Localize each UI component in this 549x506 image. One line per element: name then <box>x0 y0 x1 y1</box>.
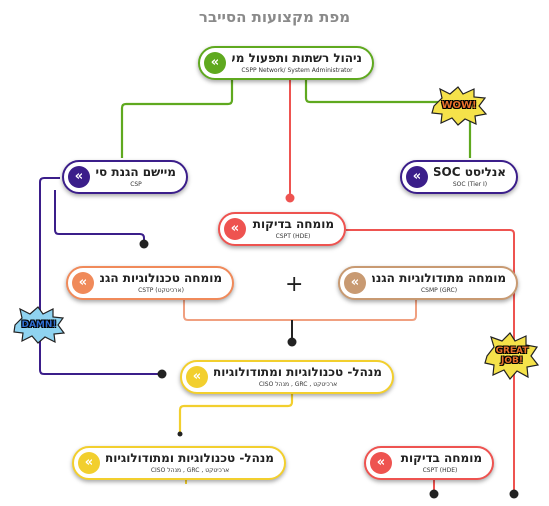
burst-icon <box>484 332 540 380</box>
double-chevron-icon: « <box>186 366 208 388</box>
dot-purple-end <box>157 369 167 379</box>
double-chevron-icon: « <box>72 272 94 294</box>
damn-badge: DAMN! <box>12 306 66 344</box>
node-pentest-top[interactable]: « מומחה בדיקות חדירות CSPT (HDE) <box>218 212 346 246</box>
dot-yellow <box>177 431 183 437</box>
node-subtitle: CSPT (HDE) <box>422 467 458 474</box>
dot-red-bottom <box>429 489 439 499</box>
dot-purple-inner <box>139 239 149 249</box>
great-job-badge: GREAT JOB! <box>484 332 540 380</box>
node-title: מומחה בדיקות חדירות <box>398 451 482 465</box>
connector-red-right <box>346 229 515 494</box>
node-pentest-bottom[interactable]: « מומחה בדיקות חדירות CSPT (HDE) <box>364 446 494 480</box>
double-chevron-icon: « <box>370 452 392 474</box>
node-subtitle: CSPP Network/ System Administrator <box>241 67 353 74</box>
connector-purple-left <box>39 177 162 375</box>
node-cyber-tech[interactable]: « מומחה טכנולוגיות הגנת סייבר CSTP (ארכי… <box>66 266 234 300</box>
dot-red-right <box>509 489 519 499</box>
node-title: מנהל- טכנולוגיות ומתודולוגיות הגנת סייבר <box>214 365 382 379</box>
node-title: אנליסט SIEM/ SOC <box>434 165 506 179</box>
connector-purple-inner <box>54 190 145 244</box>
double-chevron-icon: « <box>344 272 366 294</box>
node-subtitle: CISO מנהל , GRC , ארכיטקט <box>258 381 338 388</box>
node-subtitle: CSMP (GRC) <box>420 287 458 294</box>
node-subtitle: CISO מנהל , GRC , ארכיטקט <box>150 467 230 474</box>
node-title: מנהל- טכנולוגיות ומתודולוגיות הגנת סייבר <box>106 451 274 465</box>
node-title: מיישם הגנת סייבר <box>96 165 176 179</box>
node-cyber-protection[interactable]: « מיישם הגנת סייבר CSP <box>62 160 188 194</box>
node-subtitle: CSP <box>130 181 142 188</box>
node-ciso-bottom[interactable]: « מנהל- טכנולוגיות ומתודולוגיות הגנת סיי… <box>72 446 286 480</box>
plus-sign: + <box>285 272 304 297</box>
node-soc-analyst[interactable]: « אנליסט SIEM/ SOC SOC (Tier I) <box>400 160 518 194</box>
node-cyber-methods[interactable]: « מומחה מתודולוגיות הגנת סייבר CSMP (GRC… <box>338 266 518 300</box>
node-subtitle: CSTP (ארכיטקט) <box>138 287 184 294</box>
burst-icon <box>431 86 488 126</box>
double-chevron-icon: « <box>68 166 90 188</box>
node-subtitle: CSPT (HDE) <box>275 233 311 240</box>
connector-green-left <box>120 80 234 158</box>
node-title: ניהול רשתות ותפעול מערכות-סייבר <box>232 51 362 65</box>
double-chevron-icon: « <box>224 218 246 240</box>
wow-badge: WOW! <box>430 86 488 126</box>
node-title: מומחה בדיקות חדירות <box>252 217 334 231</box>
node-title: מומחה מתודולוגיות הגנת סייבר <box>372 271 506 285</box>
dot-join <box>287 337 297 347</box>
node-network-admin[interactable]: « ניהול רשתות ותפעול מערכות-סייבר CSPP N… <box>198 46 374 80</box>
dot-red-center <box>285 193 295 203</box>
node-subtitle: SOC (Tier I) <box>452 181 488 188</box>
burst-icon <box>13 306 66 344</box>
double-chevron-icon: « <box>78 452 100 474</box>
node-title: מומחה טכנולוגיות הגנת סייבר <box>100 271 222 285</box>
double-chevron-icon: « <box>204 52 226 74</box>
connector-yellow <box>178 392 294 432</box>
double-chevron-icon: « <box>406 166 428 188</box>
page-title: מפת מקצועות הסייבר <box>198 8 351 26</box>
connector-orange-join <box>183 298 417 321</box>
node-ciso-mid[interactable]: « מנהל- טכנולוגיות ומתודולוגיות הגנת סיי… <box>180 360 394 394</box>
